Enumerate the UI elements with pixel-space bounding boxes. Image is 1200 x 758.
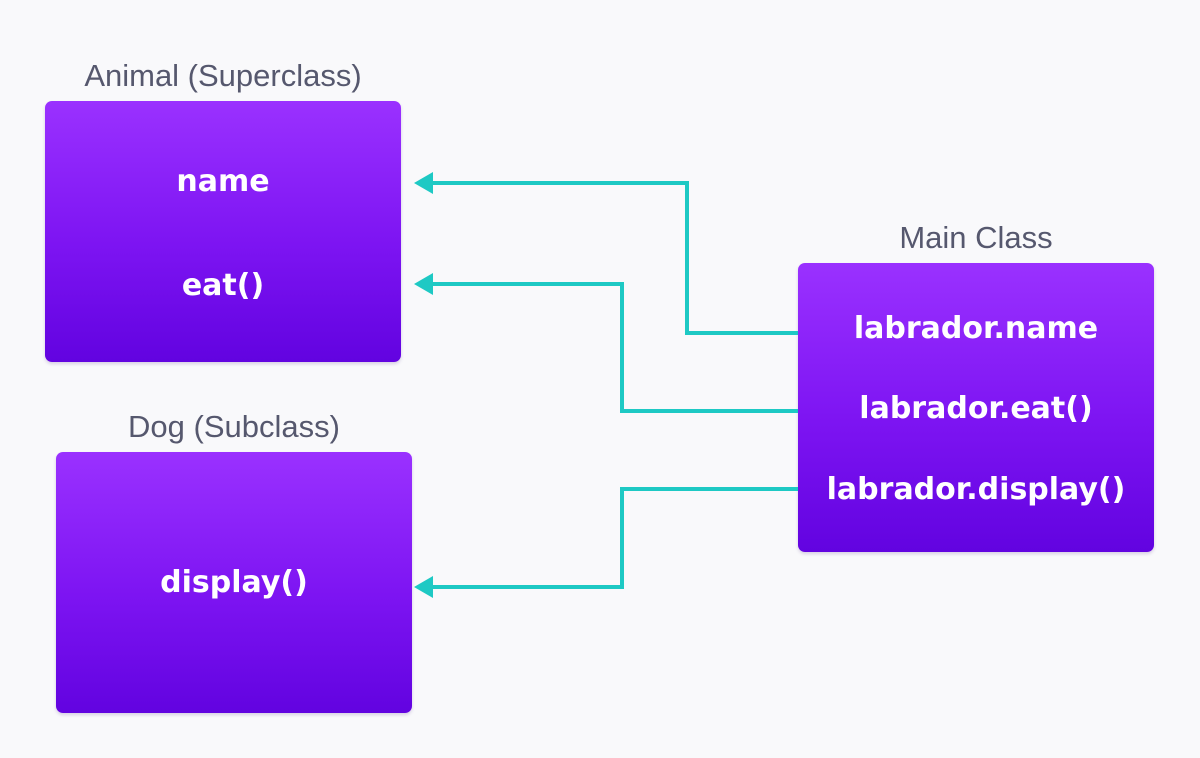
arrow-name-connector [430, 181, 798, 335]
arrowhead-name [414, 172, 433, 194]
subclass-box: display() [56, 452, 412, 713]
subclass-title: Dog (Subclass) [128, 409, 340, 444]
subclass-member-display: display() [160, 565, 308, 600]
main-member-labrador-display: labrador.display() [826, 472, 1126, 507]
main-class-title: Main Class [899, 220, 1053, 255]
main-member-labrador-name: labrador.name [853, 311, 1099, 346]
superclass-member-name: name [176, 164, 270, 199]
superclass-box: name eat() [45, 101, 401, 362]
arrow-eat-connector [430, 282, 798, 413]
superclass-member-eat: eat() [181, 268, 265, 303]
main-member-labrador-eat: labrador.eat() [859, 391, 1093, 426]
main-class-box: labrador.name labrador.eat() labrador.di… [798, 263, 1154, 552]
arrow-display-connector [430, 487, 798, 589]
arrowhead-display [414, 576, 433, 598]
arrowhead-eat [414, 273, 433, 295]
superclass-title: Animal (Superclass) [84, 58, 362, 93]
